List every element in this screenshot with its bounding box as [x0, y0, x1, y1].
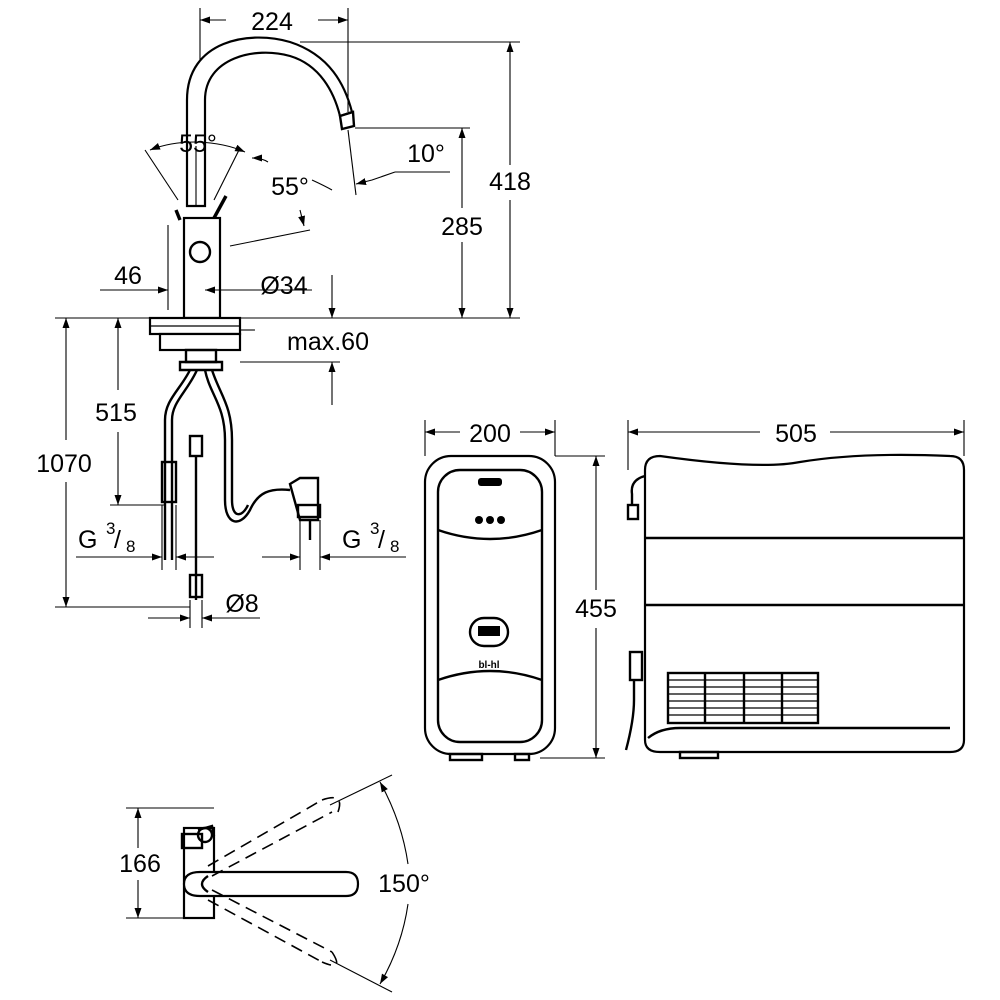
lever-knob [188, 240, 212, 264]
spout-top [182, 870, 360, 898]
spout [185, 36, 354, 208]
faucet-body [182, 216, 222, 320]
svg-text:3: 3 [370, 519, 379, 538]
hose-middle [203, 369, 291, 523]
dim-spout-tilt: 10° [407, 140, 445, 168]
boiler-side-view [624, 453, 966, 760]
dim-deck-thickness: max.60 [287, 328, 369, 356]
dim-total-height: 418 [489, 168, 531, 196]
svg-text:G: G [342, 526, 361, 554]
svg-text:3: 3 [106, 519, 115, 538]
svg-text:G: G [78, 526, 97, 554]
dim-hose-total: 1070 [36, 450, 92, 478]
boiler-front-view: bl-hl [423, 454, 557, 762]
faucet-dimensions [55, 8, 520, 628]
boiler-front-body [423, 454, 557, 756]
dim-lever-angle-right: 55° [271, 173, 309, 201]
hose-left [163, 369, 192, 560]
top-view-dimensions [126, 774, 409, 993]
dim-lever-travel: 166 [119, 850, 161, 878]
boiler-display [468, 616, 510, 648]
dim-boiler-depth: 505 [775, 420, 817, 448]
dim-connection-left: G 3 / 8 [78, 519, 135, 556]
boiler-front-dimensions [424, 420, 605, 759]
dim-boiler-height: 455 [575, 595, 617, 623]
dim-spout-reach: 224 [251, 8, 293, 36]
dim-swivel-angle: 150° [378, 870, 430, 898]
dim-pipe-diameter: Ø8 [225, 590, 258, 618]
dim-lever-angle-left: 55° [179, 130, 217, 158]
dim-connection-right: G 3 / 8 [342, 519, 399, 556]
svg-text:/: / [378, 526, 385, 554]
boiler-side-dimensions [627, 420, 965, 470]
boiler-side-body [643, 453, 966, 754]
dim-body-diameter: Ø34 [260, 272, 307, 300]
dim-outlet-height: 285 [441, 213, 483, 241]
faucet-side-view [148, 36, 356, 600]
svg-text:8: 8 [126, 537, 135, 556]
tap-indicator-icon: bl-hl [478, 660, 499, 671]
dim-lever-offset: 46 [114, 262, 142, 290]
faucet-top-view [180, 796, 360, 967]
dim-hose-inner: 515 [95, 399, 137, 427]
dim-boiler-width: 200 [469, 420, 511, 448]
svg-text:8: 8 [390, 537, 399, 556]
svg-text:/: / [114, 526, 121, 554]
